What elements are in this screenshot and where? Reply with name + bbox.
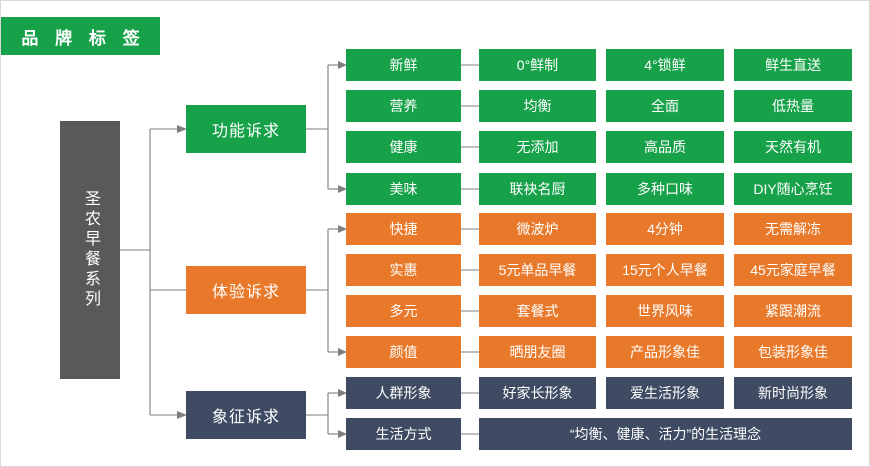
row-key-cell[interactable]: 颜值 bbox=[346, 336, 461, 368]
row-value-cell[interactable]: 全面 bbox=[606, 90, 724, 122]
row-value-cell[interactable]: 4°锁鲜 bbox=[606, 49, 724, 81]
row-key-cell[interactable]: 生活方式 bbox=[346, 418, 461, 450]
row-value-cell[interactable]: 产品形象佳 bbox=[606, 336, 724, 368]
row-value-cell[interactable]: 45元家庭早餐 bbox=[734, 254, 852, 286]
row-key-cell[interactable]: 实惠 bbox=[346, 254, 461, 286]
row-key-cell[interactable]: 快捷 bbox=[346, 213, 461, 245]
branch-label: 象征诉求 bbox=[211, 409, 280, 426]
row-value-cell[interactable]: 联袂名厨 bbox=[479, 173, 596, 205]
branch-label: 功能诉求 bbox=[211, 123, 280, 140]
row-value-cell[interactable]: 好家长形象 bbox=[479, 377, 596, 409]
row-value-cell[interactable]: 低热量 bbox=[734, 90, 852, 122]
row-key-cell[interactable]: 多元 bbox=[346, 295, 461, 327]
branch-node-symbolic[interactable]: 象征诉求 bbox=[186, 391, 306, 439]
row-value-cell[interactable]: 高品质 bbox=[606, 131, 724, 163]
row-value-cell[interactable]: 爱生活形象 bbox=[606, 377, 724, 409]
row-value-cell[interactable]: 15元个人早餐 bbox=[606, 254, 724, 286]
row-value-cell[interactable]: 无需解冻 bbox=[734, 213, 852, 245]
row-value-cell[interactable]: 紧跟潮流 bbox=[734, 295, 852, 327]
banner-label: 品 牌 标 签 bbox=[21, 28, 146, 48]
brand-tag-banner: 品 牌 标 签 bbox=[1, 17, 160, 55]
row-value-cell[interactable]: 晒朋友圈 bbox=[479, 336, 596, 368]
row-value-cell[interactable]: 鲜生直送 bbox=[734, 49, 852, 81]
row-key-cell[interactable]: 营养 bbox=[346, 90, 461, 122]
row-value-cell[interactable]: 多种口味 bbox=[606, 173, 724, 205]
row-value-cell[interactable]: 套餐式 bbox=[479, 295, 596, 327]
root-node-label: 圣农早餐系列 bbox=[82, 190, 99, 310]
row-key-cell[interactable]: 美味 bbox=[346, 173, 461, 205]
branch-label: 体验诉求 bbox=[211, 284, 280, 301]
row-value-cell[interactable]: 新时尚形象 bbox=[734, 377, 852, 409]
row-value-cell[interactable]: 世界风味 bbox=[606, 295, 724, 327]
root-node[interactable]: 圣农早餐系列 bbox=[60, 121, 120, 379]
row-value-cell[interactable]: 均衡 bbox=[479, 90, 596, 122]
row-key-cell[interactable]: 新鲜 bbox=[346, 49, 461, 81]
row-value-cell-wide[interactable]: “均衡、健康、活力”的生活理念 bbox=[479, 418, 852, 450]
row-value-cell[interactable]: 天然有机 bbox=[734, 131, 852, 163]
row-value-cell[interactable]: 4分钟 bbox=[606, 213, 724, 245]
row-key-cell[interactable]: 健康 bbox=[346, 131, 461, 163]
row-value-cell[interactable]: 无添加 bbox=[479, 131, 596, 163]
branch-node-functional[interactable]: 功能诉求 bbox=[186, 105, 306, 153]
row-value-cell[interactable]: DIY随心烹饪 bbox=[734, 173, 852, 205]
branch-node-experiential[interactable]: 体验诉求 bbox=[186, 266, 306, 314]
row-key-cell[interactable]: 人群形象 bbox=[346, 377, 461, 409]
row-value-cell[interactable]: 微波炉 bbox=[479, 213, 596, 245]
row-value-cell[interactable]: 5元单品早餐 bbox=[479, 254, 596, 286]
row-value-cell[interactable]: 包装形象佳 bbox=[734, 336, 852, 368]
row-value-cell[interactable]: 0°鲜制 bbox=[479, 49, 596, 81]
